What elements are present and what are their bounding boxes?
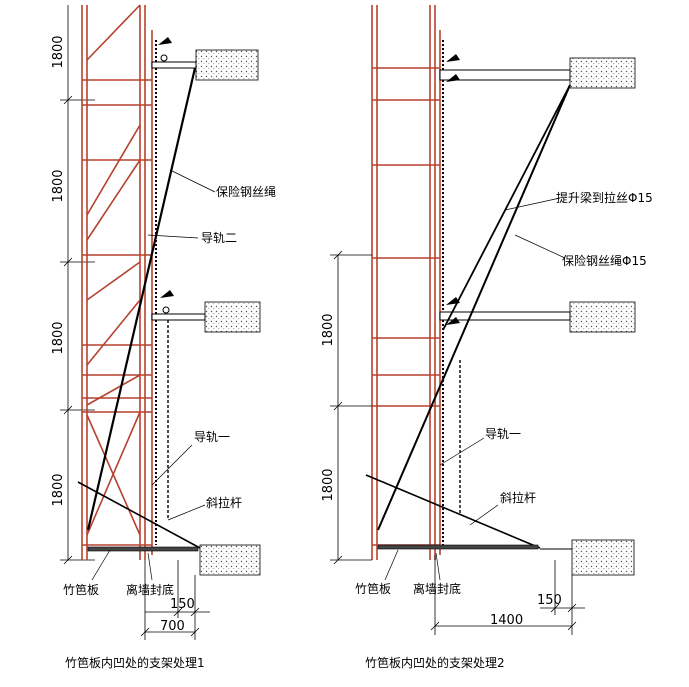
right-dim-150: 150 [537, 593, 562, 608]
right-label-lift-beam-wire: 提升梁到拉丝Φ15 [556, 190, 653, 205]
right-vertical-dimension [330, 250, 372, 565]
right-scaffold-frame [371, 5, 441, 560]
left-label-safety-wire: 保险钢丝绳 [216, 184, 276, 199]
right-dim-1: 1800 [321, 313, 336, 346]
right-slab-top [439, 54, 636, 89]
right-slab-middle [439, 297, 636, 333]
right-dim-2: 1800 [321, 468, 336, 501]
left-horizontal-dimension [140, 560, 210, 640]
left-bamboo-board [87, 546, 199, 552]
right-label-safety-wire: 保险钢丝绳Φ15 [562, 253, 647, 268]
left-diagram: 1800 1800 1800 1800 [51, 4, 276, 670]
left-safety-wire [86, 67, 197, 531]
left-slab-bottom [199, 544, 261, 576]
right-horizontal-dimension [430, 555, 585, 635]
right-slab-bottom [571, 539, 635, 576]
left-dim-3: 1800 [51, 321, 66, 354]
right-label-guide-rail-1: 导轨一 [485, 427, 521, 441]
right-lift-beam-wire [442, 84, 571, 331]
left-caption: 竹笆板内凹处的支架处理1 [65, 655, 205, 670]
left-label-guide-rail-2: 导轨二 [201, 231, 237, 245]
right-label-bamboo-board: 竹笆板 [355, 581, 391, 596]
left-scaffold-frame [81, 4, 153, 560]
left-label-wall-seal: 离墙封底 [126, 582, 174, 597]
left-dim-1: 1800 [51, 35, 66, 68]
right-leaders [384, 197, 566, 581]
left-diagonal-rod [77, 481, 201, 549]
right-label-diagonal-rod: 斜拉杆 [500, 490, 536, 505]
left-label-guide-rail-1: 导轨一 [194, 430, 230, 444]
right-diagonal-rod [365, 474, 541, 549]
right-bamboo-board [377, 544, 539, 550]
left-vertical-dimension [60, 5, 95, 565]
left-dim-2: 1800 [51, 169, 66, 202]
right-caption: 竹笆板内凹处的支架处理2 [365, 655, 505, 670]
left-label-diagonal-rod: 斜拉杆 [206, 495, 242, 510]
left-dim-4: 1800 [51, 473, 66, 506]
left-slab-top [151, 37, 259, 81]
right-dim-1400: 1400 [490, 613, 523, 628]
left-slab-middle [151, 290, 261, 333]
left-label-bamboo-board: 竹笆板 [63, 582, 99, 597]
right-diagram: 提升梁到拉丝Φ15 保险钢丝绳Φ15 导轨一 斜拉杆 竹笆板 离墙封底 1800… [321, 5, 653, 670]
left-leaders [91, 169, 216, 581]
left-dim-700: 700 [160, 619, 185, 634]
right-safety-wire [377, 84, 571, 531]
right-label-wall-seal: 离墙封底 [413, 581, 461, 596]
left-dim-150: 150 [170, 597, 195, 612]
